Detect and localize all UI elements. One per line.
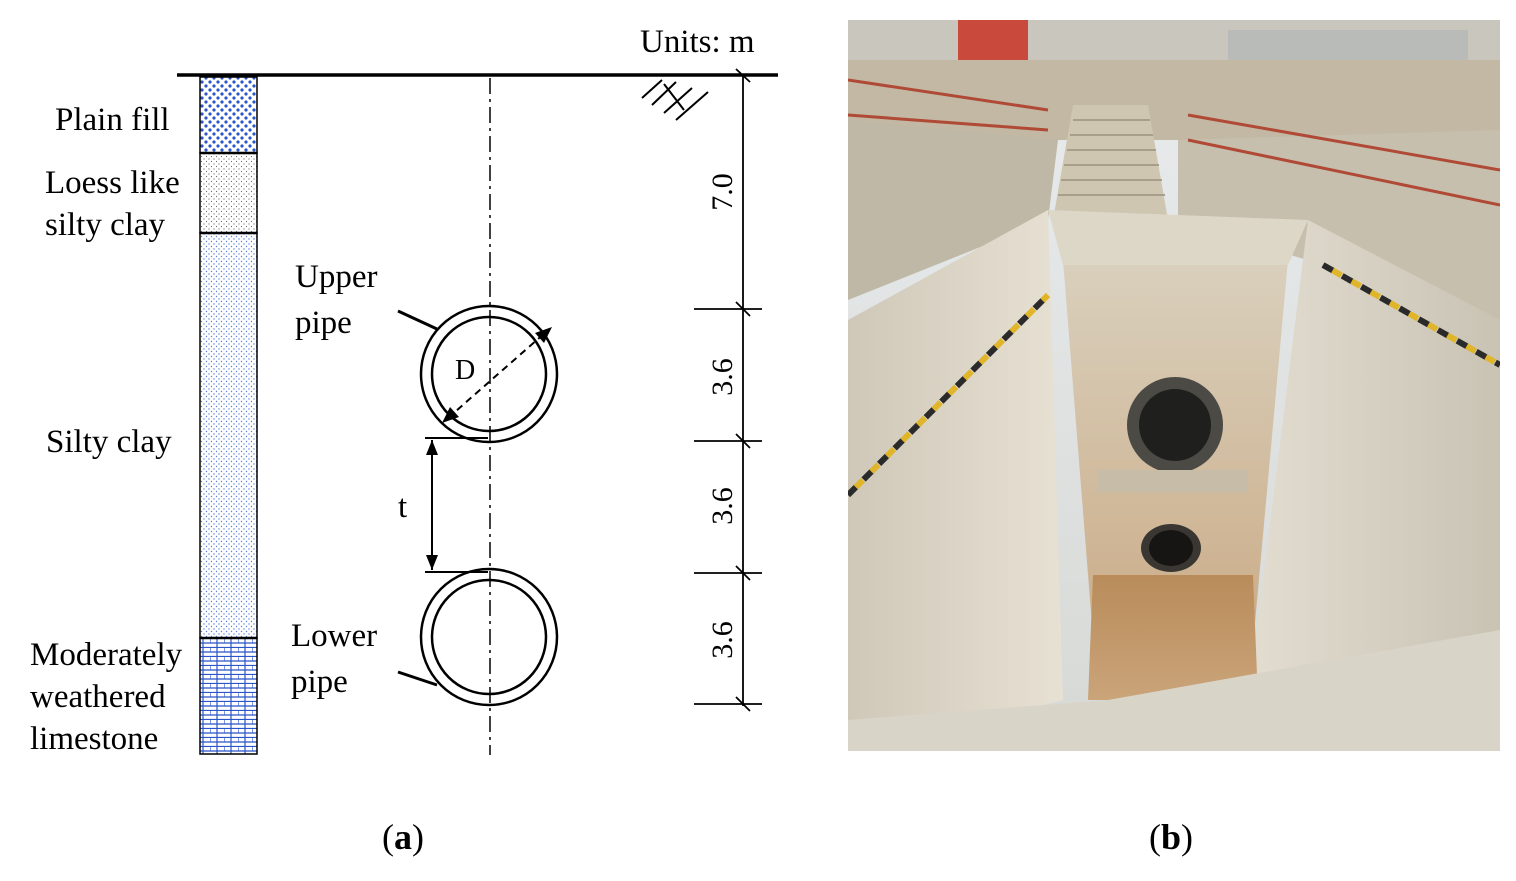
dimension-7-0: 7.0 <box>706 173 739 211</box>
layer-silty-clay <box>199 232 258 639</box>
label-plain-fill: Plain fill <box>55 102 170 138</box>
dimension-3-6-b: 3.6 <box>706 487 739 525</box>
label-limestone: Moderately weathered limestone <box>30 637 190 757</box>
soil-profile-diagram: Units: m Plain fill Loess like silty cla… <box>30 24 778 757</box>
spacing-arrow-bottom <box>426 555 438 570</box>
spacing-symbol: t <box>398 489 407 525</box>
excavation-photo <box>848 20 1500 751</box>
units-label: Units: m <box>640 24 755 60</box>
caption-a: (a) <box>382 817 424 857</box>
lower-pipe-leader <box>397 670 438 687</box>
dimension-3-6-c: 3.6 <box>706 621 739 659</box>
soil-column <box>199 76 258 755</box>
layer-plain-fill <box>199 76 258 154</box>
diameter-arrow <box>442 327 552 423</box>
label-loess-like-silty-clay: Loess like silty clay <box>45 165 188 243</box>
upper-pipe-leader <box>397 309 438 331</box>
label-upper-pipe: Upper pipe <box>295 259 386 341</box>
spacing-arrow-top <box>426 440 438 455</box>
dimension-3-6-a: 3.6 <box>706 358 739 396</box>
layer-limestone <box>199 637 258 755</box>
lower-pipe <box>419 567 559 707</box>
caption-b: (b) <box>1149 817 1194 857</box>
label-lower-pipe: Lower pipe <box>291 618 385 700</box>
label-silty-clay: Silty clay <box>46 424 172 460</box>
ground-hatch-icon <box>641 79 709 121</box>
layer-loess-like-silty-clay <box>199 152 258 234</box>
dimension-chain <box>694 68 762 712</box>
diameter-symbol: D <box>455 355 475 386</box>
upper-pipe <box>419 304 559 444</box>
spacing-dimension <box>425 437 488 573</box>
